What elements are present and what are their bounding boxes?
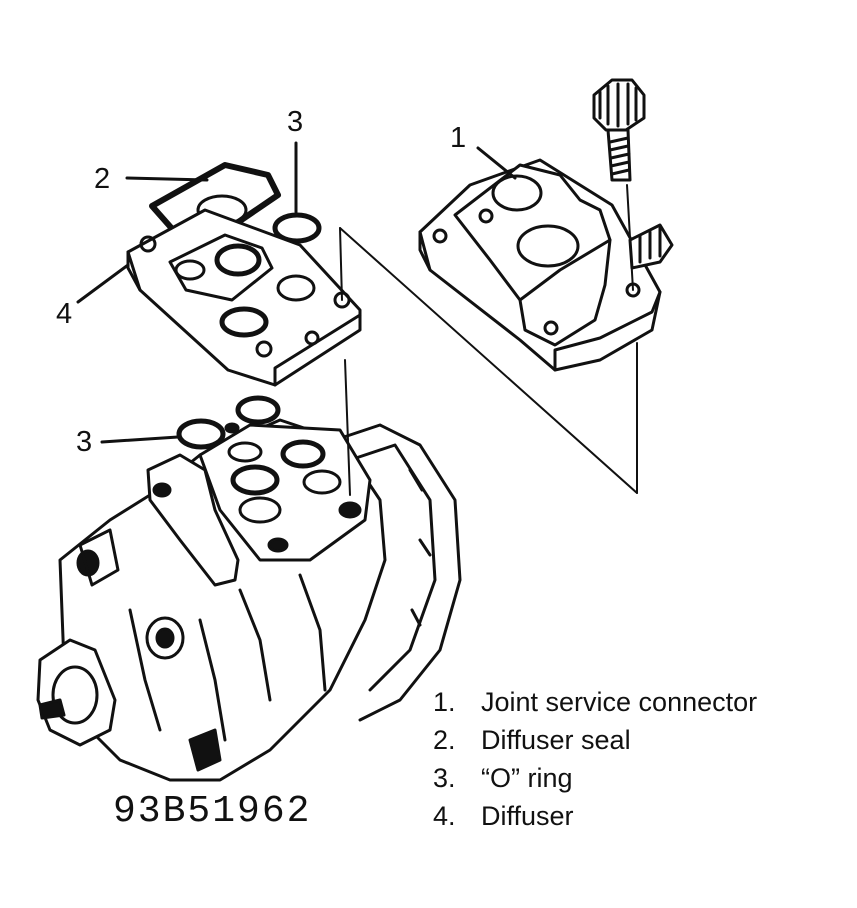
alignment-lines (339, 184, 638, 496)
callout-1: 1 (450, 122, 467, 154)
legend-number: 2. (433, 724, 456, 755)
diffuser-plate (126, 208, 362, 387)
o-rings-lower (176, 395, 281, 450)
cap-screw (592, 78, 646, 182)
callout-4: 4 (56, 298, 73, 330)
compressor-body (36, 418, 462, 782)
callout-3-top: 3 (287, 106, 304, 138)
callout-3-left: 3 (76, 426, 93, 458)
legend-label: “O” ring (481, 762, 573, 793)
legend-number: 4. (433, 800, 456, 831)
legend-number: 1. (433, 686, 456, 717)
figure-id: 93B51962 (113, 790, 312, 833)
joint-service-connector (418, 158, 674, 372)
legend-item: 3. “O” ring (433, 759, 757, 797)
leader-2 (125, 176, 209, 182)
legend-label: Diffuser (481, 800, 574, 831)
legend-label: Joint service connector (481, 686, 758, 717)
leader-lines (76, 141, 517, 444)
legend-item: 2. Diffuser seal (433, 721, 757, 759)
legend-item: 1. Joint service connector (433, 683, 757, 721)
legend-item: 4. Diffuser (433, 797, 757, 835)
leader-3-left (100, 435, 180, 444)
callout-2: 2 (94, 163, 111, 195)
leader-4 (76, 263, 130, 304)
legend-label: Diffuser seal (481, 724, 631, 755)
o-ring-top (272, 212, 322, 244)
leader-1 (476, 146, 517, 180)
legend-number: 3. (433, 762, 456, 793)
parts-legend: 1. Joint service connector 2. Diffuser s… (433, 683, 757, 835)
